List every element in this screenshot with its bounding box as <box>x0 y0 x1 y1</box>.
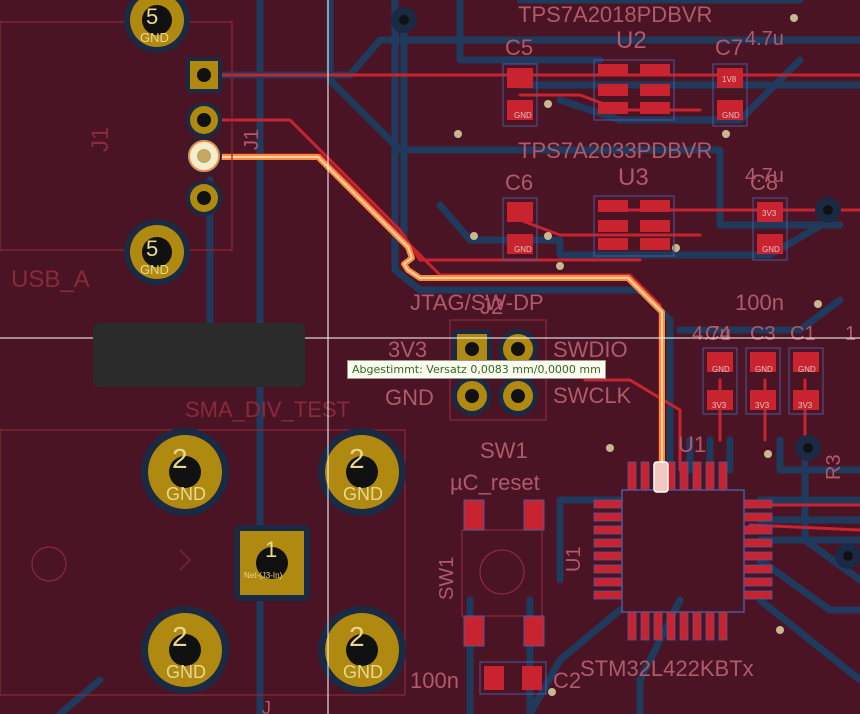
c6-ref-label: C6 <box>505 170 533 195</box>
svg-text:Net-(J3-In): Net-(J3-In) <box>244 571 283 580</box>
c2-value-label: 100n <box>410 668 459 693</box>
regulator-u2[interactable] <box>593 59 675 121</box>
usb-shield-pad-bottom[interactable]: 5 GND <box>124 219 190 285</box>
svg-text:1V8: 1V8 <box>722 75 737 84</box>
u2-value-label: TPS7A2018PDBVR <box>518 2 712 27</box>
svg-text:2: 2 <box>172 621 188 652</box>
partial-ref-label: J <box>262 698 271 714</box>
usb-shield-pad-top[interactable]: 5 GND <box>124 0 190 53</box>
redacted-region <box>93 323 305 387</box>
svg-text:3V3: 3V3 <box>712 401 727 410</box>
u1-value-label: STM32L422KBTx <box>580 656 754 681</box>
jtag-header-pads[interactable] <box>452 329 538 416</box>
svg-text:3V3: 3V3 <box>755 401 770 410</box>
c2-ref-label: C2 <box>553 668 581 693</box>
c7-value-label: 4.7u <box>745 28 784 50</box>
mcu-u1[interactable] <box>593 461 773 641</box>
sma-value-label: SMA_DIV_TEST <box>185 397 350 422</box>
svg-text:GND: GND <box>166 662 206 682</box>
sw1-ref-label: SW1 <box>480 438 528 463</box>
svg-text:2: 2 <box>349 443 365 474</box>
regulator-u3[interactable] <box>593 195 675 257</box>
sw1-ref-alt-label: SW1 <box>436 557 458 600</box>
c1-value-suffix: 1 <box>845 323 856 345</box>
u3-ref-label: U3 <box>618 164 649 191</box>
vias <box>391 7 860 569</box>
svg-text:GND: GND <box>514 245 532 254</box>
svg-text:5: 5 <box>146 236 158 261</box>
c4-value-label: 4.7u <box>692 323 731 345</box>
j1-value-label: USB_A <box>11 266 90 293</box>
sma-center-pad[interactable]: 1 Net-(J3-In) <box>234 525 310 601</box>
j1-ref-label: J1 <box>87 127 114 152</box>
u3-value-label: TPS7A2033PDBVR <box>518 138 712 163</box>
svg-text:GND: GND <box>798 365 816 374</box>
usb-signal-pads[interactable] <box>186 57 222 216</box>
svg-text:5: 5 <box>146 4 158 29</box>
svg-text:GND: GND <box>712 365 730 374</box>
pin-3v3-label: 3V3 <box>388 337 427 362</box>
c1-ref-label: C1 <box>790 323 816 345</box>
jtag-value-label: JTAG/SW-DP <box>410 290 544 315</box>
pin-swclk-label: SWCLK <box>553 383 632 408</box>
sw1-value-label: µC_reset <box>450 470 540 495</box>
c8-value-label: 4.7u <box>745 165 784 187</box>
c7-ref-label: C7 <box>715 35 743 60</box>
svg-text:GND: GND <box>762 245 780 254</box>
svg-text:2: 2 <box>349 621 365 652</box>
u2-ref-label: U2 <box>616 27 647 54</box>
c8-ref-label: C8 <box>750 170 778 195</box>
jtag-ref-label: J2 <box>480 294 503 319</box>
c3-ref-label: C3 <box>750 323 776 345</box>
tuning-status-tooltip: Abgestimmt: Versatz 0,0083 mm/0,0000 mm <box>347 360 606 379</box>
svg-text:GND: GND <box>722 111 740 120</box>
svg-text:GND: GND <box>343 662 383 682</box>
small-vias <box>284 14 822 696</box>
svg-text:GND: GND <box>755 365 773 374</box>
pin-swdio-label: SWDIO <box>553 337 628 362</box>
svg-text:GND: GND <box>166 484 206 504</box>
svg-text:GND: GND <box>140 262 169 277</box>
r3-ref-label: R3 <box>823 454 845 480</box>
svg-text:2: 2 <box>172 443 188 474</box>
u1-ref-label: U1 <box>678 432 706 457</box>
selected-trace[interactable] <box>205 154 665 482</box>
svg-text:GND: GND <box>514 111 532 120</box>
j1-ref-alt-label: J1 <box>241 129 263 150</box>
smd-capacitor-pads[interactable]: GND GND 1V8 GND 3V3 GND GND 3V3 GND 3V3 … <box>479 63 824 695</box>
svg-text:GND: GND <box>140 30 169 45</box>
svg-text:GND: GND <box>343 484 383 504</box>
svg-text:3V3: 3V3 <box>762 209 777 218</box>
u1-ref-alt-label: U1 <box>563 546 585 572</box>
pin-gnd-label: GND <box>385 385 434 410</box>
sma-ground-pads[interactable]: 2 GND 2 GND 2 GND 2 GND <box>141 428 406 694</box>
c1-value-label: 100n <box>735 290 784 315</box>
reset-switch-pads[interactable] <box>463 499 545 647</box>
c4-ref-label: C4 <box>705 323 731 345</box>
c5-ref-label: C5 <box>505 35 533 60</box>
svg-text:3V3: 3V3 <box>798 401 813 410</box>
svg-text:1: 1 <box>265 537 277 562</box>
